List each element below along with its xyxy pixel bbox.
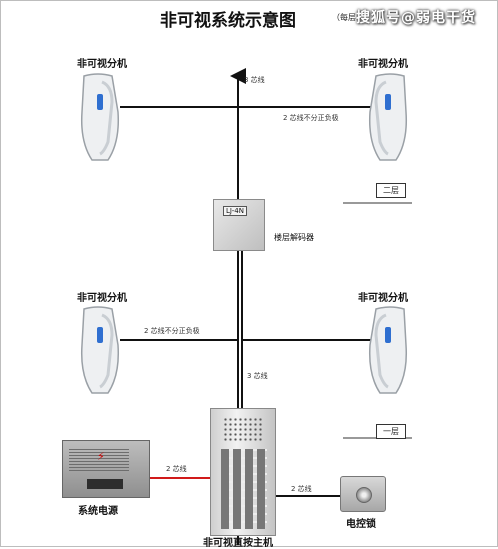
branch-wire-label: 2 芯线不分正负极 [144,327,200,335]
psu-nameplate [87,479,123,489]
lock-label: 电控锁 [346,519,376,530]
floor-tag-lower: 一层 [376,424,406,439]
handset-phone-icon [80,73,120,161]
diagram-title: 非可视系统示意图 [160,11,296,31]
riser-wire-label: 3 芯线 [244,76,265,84]
lock-cylinder [356,487,372,503]
floor-tag-upper: 二层 [376,183,406,198]
lock-wire-label: 2 芯线 [291,485,312,493]
indoor-unit-label: 非可视分机 [77,59,127,70]
psu-vent [69,449,129,471]
riser-wire-label: 3 芯线 [247,372,268,380]
decoder-model: LJ-4N [223,206,247,216]
handset-phone-icon [80,306,120,394]
title-note: （每层 [332,13,356,22]
indoor-unit-label: 非可视分机 [77,293,127,304]
host-panel-icon [210,408,276,536]
host-button-array [221,449,267,529]
watermark: 搜狐号@弱电干货 [356,10,476,26]
power-supply-icon: ⚡ [62,440,150,498]
electric-lock-icon [340,476,386,512]
psu-logo-icon: ⚡ [97,450,105,463]
handset-phone-icon [368,306,408,394]
decoder-label: 楼层解码器 [274,233,314,242]
handset-phone-icon [368,73,408,161]
power-wire-label: 2 芯线 [166,465,187,473]
indoor-unit-label: 非可视分机 [358,59,408,70]
indoor-unit-label: 非可视分机 [358,293,408,304]
psu-label: 系统电源 [78,506,118,517]
branch-wire-label: 2 芯线不分正负极 [283,114,339,122]
host-speaker-grille [223,417,263,441]
decoder-box-icon: LJ-4N [213,199,265,251]
host-label: 非可视直按主机 [203,538,273,549]
